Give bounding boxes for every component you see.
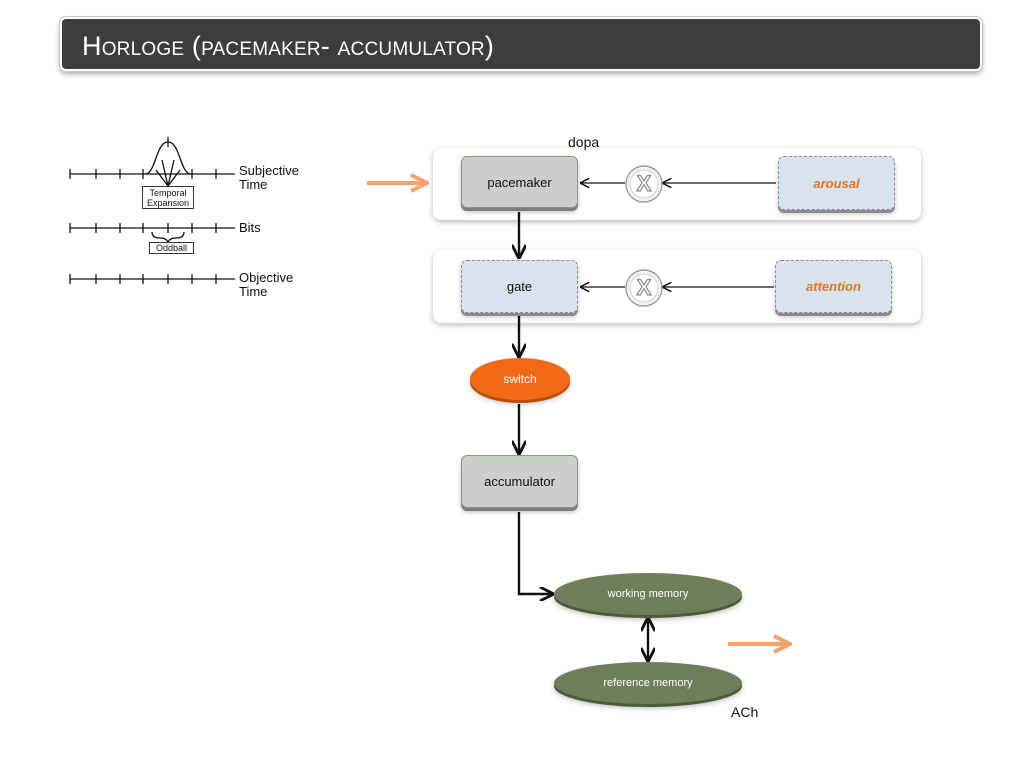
dopa-label: dopa — [568, 134, 600, 150]
arousal-multiplier — [625, 165, 663, 203]
switch-node: switch — [470, 358, 570, 400]
accumulator-box: accumulator — [461, 455, 578, 508]
attention-multiplier — [625, 269, 663, 307]
bits-label: Bits — [239, 220, 261, 235]
objective-time-label: Objective Time — [239, 270, 294, 299]
ach-label: ACh — [731, 704, 759, 720]
arousal-multiplier-symbol: X — [636, 170, 652, 196]
arousal-box: arousal — [778, 156, 895, 210]
temporal-expansion-box: Temporal Expansion — [142, 186, 194, 209]
working-memory-node: working memory — [554, 573, 742, 615]
gate-box: gate — [461, 260, 578, 313]
oddball-box: Oddball — [149, 242, 194, 254]
slide-title: Horloge (pacemaker- accumulator) — [82, 31, 495, 61]
title-bar: Horloge (pacemaker- accumulator) — [60, 17, 982, 71]
attention-box: attention — [775, 260, 892, 313]
attention-multiplier-symbol: X — [636, 274, 652, 300]
subjective-time-label: Subjective Time — [239, 163, 299, 192]
pacemaker-box: pacemaker — [461, 156, 578, 208]
reference-memory-node: reference memory — [554, 662, 742, 704]
